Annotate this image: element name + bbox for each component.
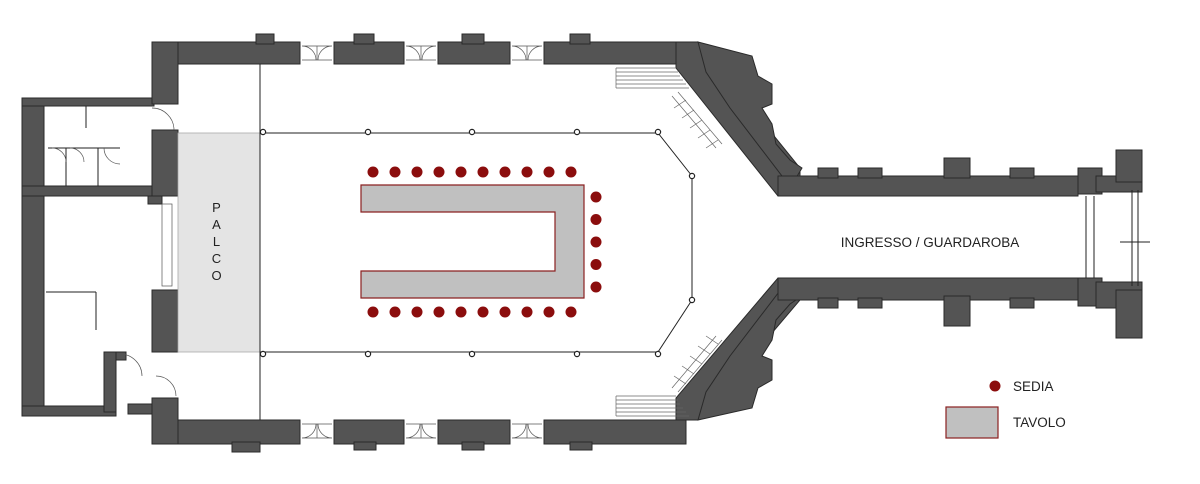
column-5 xyxy=(654,128,662,136)
column-10 xyxy=(573,350,581,358)
column-8 xyxy=(364,350,372,358)
chair-top-7 xyxy=(499,166,511,178)
chair-side-3 xyxy=(590,236,602,248)
chair-top-5 xyxy=(455,166,467,178)
chair-bottom-10 xyxy=(565,306,577,318)
u-table xyxy=(360,184,585,299)
chair-side-1 xyxy=(590,191,602,203)
stairs-bottom xyxy=(615,335,723,417)
chair-bottom-6 xyxy=(477,306,489,318)
legend-chair-swatch xyxy=(989,380,1001,392)
chair-top-4 xyxy=(433,166,445,178)
entrance-walls xyxy=(777,149,1150,339)
column-6 xyxy=(688,172,696,180)
column-7 xyxy=(259,350,267,358)
stage-area xyxy=(177,132,261,353)
chair-bottom-1 xyxy=(367,306,379,318)
legend-table-swatch xyxy=(945,406,999,439)
chair-top-6 xyxy=(477,166,489,178)
hall-walls xyxy=(147,33,803,453)
chair-top-8 xyxy=(521,166,533,178)
column-12 xyxy=(688,296,696,304)
column-11 xyxy=(654,350,662,358)
legend: SEDIA TAVOLO xyxy=(945,379,1066,439)
column-2 xyxy=(364,128,372,136)
columns xyxy=(259,128,696,358)
chair-top-2 xyxy=(389,166,401,178)
chair-bottom-2 xyxy=(389,306,401,318)
chair-bottom-7 xyxy=(499,306,511,318)
chair-bottom-8 xyxy=(521,306,533,318)
interior-outline xyxy=(260,132,693,353)
chair-bottom-4 xyxy=(433,306,445,318)
annex-partitions xyxy=(46,106,143,377)
chair-bottom-5 xyxy=(455,306,467,318)
column-4 xyxy=(573,128,581,136)
chair-side-5 xyxy=(590,281,602,293)
chair-side-4 xyxy=(590,259,602,270)
chair-bottom-3 xyxy=(411,306,423,318)
chair-top-10 xyxy=(565,166,577,178)
legend-chair-label: SEDIA xyxy=(1013,379,1054,394)
windows xyxy=(151,45,543,439)
chair-side-2 xyxy=(590,214,602,225)
column-9 xyxy=(468,350,476,358)
column-3 xyxy=(468,128,476,136)
legend-table-label: TAVOLO xyxy=(1013,415,1066,430)
stairs-top xyxy=(615,67,723,149)
chair-top-1 xyxy=(367,166,379,178)
entrance-label: INGRESSO / GUARDAROBA xyxy=(841,235,1020,250)
column-1 xyxy=(259,128,267,136)
chairs xyxy=(367,166,602,318)
annex-walls xyxy=(21,97,155,417)
chair-top-3 xyxy=(411,166,423,178)
chair-bottom-9 xyxy=(543,306,555,318)
chair-top-9 xyxy=(543,166,555,178)
